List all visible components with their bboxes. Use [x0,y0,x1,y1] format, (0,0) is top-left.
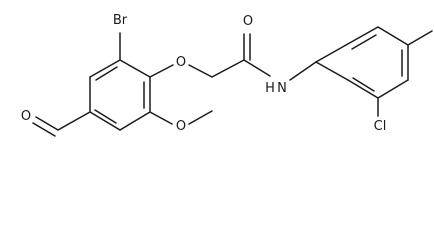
bond [119,111,151,131]
bond [289,61,317,81]
bond [149,64,174,78]
bond [352,77,375,92]
bond [315,44,347,63]
bond [89,59,121,78]
bond [119,59,151,78]
bond [377,26,409,46]
ether-oxygen-label: O [176,55,186,70]
bond [351,34,377,50]
bond [95,66,118,81]
bromine-label: Br [113,13,128,28]
bond [89,111,121,131]
chlorine-label: Cl [374,119,387,134]
bond [407,30,433,46]
bond [211,59,245,78]
aldehyde-oxygen-label: O [21,109,31,124]
molecule-drawing: Br O O H N Cl O O [21,13,433,137]
right-benzene-ring [315,26,409,99]
bond [94,109,117,124]
bond [32,122,56,137]
left-benzene-ring [89,59,151,131]
methoxy-oxygen-label: O [176,119,186,134]
bond [315,61,349,81]
carbonyl-oxygen-label: O [243,14,253,29]
bond [188,64,213,78]
bond [347,79,379,99]
amide-nitrogen-label: N [277,81,287,96]
bond [377,79,409,99]
amide-hydrogen-label: H [265,81,275,96]
structure-diagram: Br O O H N Cl O O [21,13,433,137]
bond [35,116,59,131]
bond [57,111,91,131]
bond [188,110,213,125]
bond [149,111,173,125]
bond [243,59,271,77]
bond [345,26,379,46]
